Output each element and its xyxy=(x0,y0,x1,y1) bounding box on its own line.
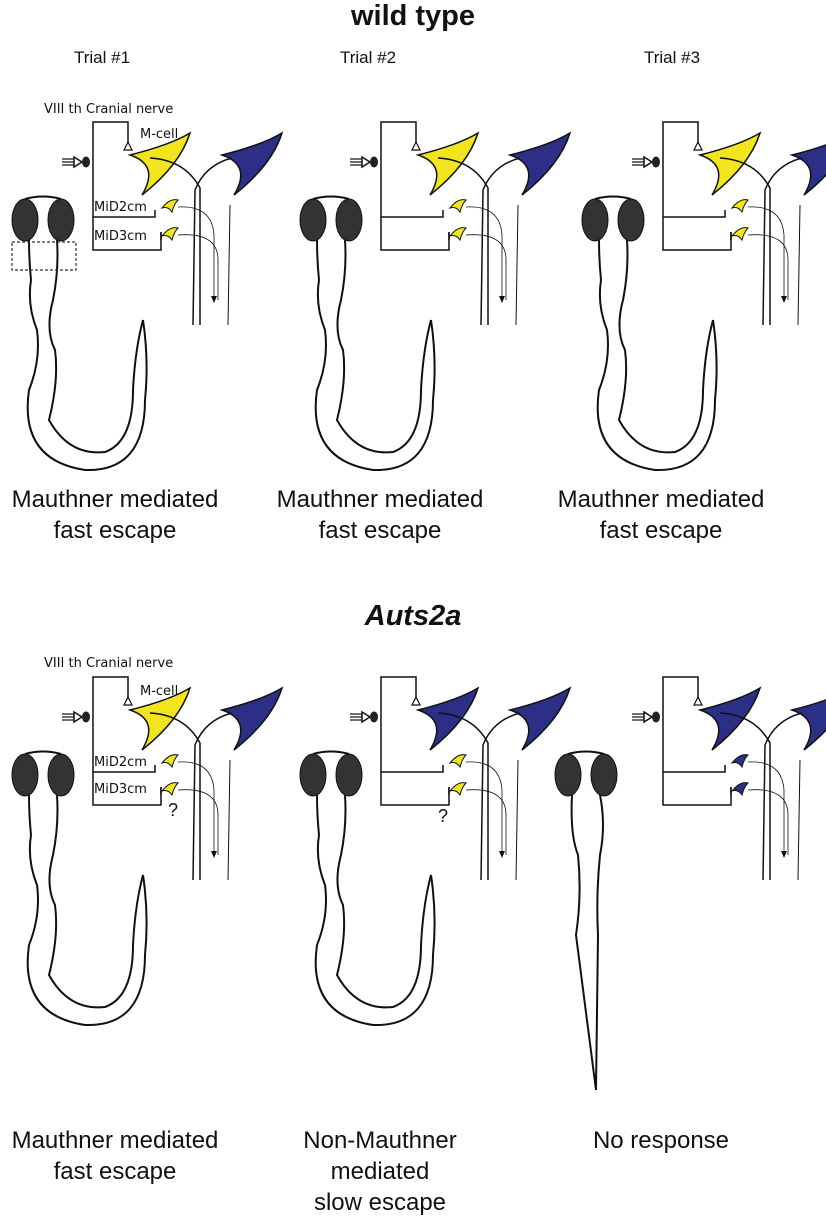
wt-mcell-label: M-cell xyxy=(140,127,179,142)
trial-3-label: Trial #3 xyxy=(643,48,701,67)
mcell-right xyxy=(221,687,283,751)
mcell-left xyxy=(699,687,761,751)
mid2cm-cell xyxy=(449,754,467,768)
mut-caption-1: Mauthner mediated fast escape xyxy=(11,1127,219,1186)
mcell-right xyxy=(221,132,283,196)
mut-question-mark-2: ? xyxy=(438,806,449,826)
wt-panel-1 xyxy=(11,121,283,472)
larva-bent xyxy=(581,195,718,472)
mcell-left xyxy=(417,687,479,751)
mcell-left xyxy=(129,132,191,196)
title-auts2a: Auts2a xyxy=(364,600,462,632)
mid2cm-cell xyxy=(731,199,749,213)
mut-panel-3 xyxy=(554,676,826,1091)
mut-panel-1 xyxy=(11,676,283,1027)
wt-cranial-nerve-label: VIII th Cranial nerve xyxy=(44,102,174,117)
mut-mcell-label: M-cell xyxy=(140,684,179,699)
mcell-right xyxy=(509,132,571,196)
trial-1-label: Trial #1 xyxy=(73,48,131,67)
mut-mid3-label: MiD3cm xyxy=(94,782,147,797)
wt-caption-3: Mauthner mediated fast escape xyxy=(557,486,765,545)
mid3cm-cell xyxy=(449,782,467,796)
larva-straight xyxy=(554,750,618,1091)
mut-panel-2 xyxy=(299,676,571,1027)
mid2cm-cell xyxy=(731,754,749,768)
mid3cm-cell xyxy=(161,782,179,796)
larva-bent xyxy=(299,750,436,1027)
mut-cranial-nerve-label: VIII th Cranial nerve xyxy=(44,656,174,671)
larva-bent xyxy=(299,195,436,472)
mcell-right xyxy=(509,687,571,751)
mut-question-mark-1: ? xyxy=(168,800,179,820)
mut-mid2-label: MiD2cm xyxy=(94,755,147,770)
mid3cm-cell xyxy=(161,227,179,241)
trial-2-label: Trial #2 xyxy=(339,48,397,67)
mcell-right xyxy=(791,687,826,751)
wt-panel-3 xyxy=(581,121,826,472)
mid3cm-cell xyxy=(449,227,467,241)
mid2cm-cell xyxy=(449,199,467,213)
mid2cm-cell xyxy=(161,754,179,768)
mut-caption-2: Non-Mauthner mediated slow escape xyxy=(303,1127,457,1217)
wt-mid2-label: MiD2cm xyxy=(94,200,147,215)
mid2cm-cell xyxy=(161,199,179,213)
mut-caption-3: No response xyxy=(592,1127,730,1154)
mcell-left xyxy=(699,132,761,196)
mid3cm-cell xyxy=(731,227,749,241)
wt-mid3-label: MiD3cm xyxy=(94,229,147,244)
wt-caption-1: Mauthner mediated fast escape xyxy=(11,486,219,545)
wt-caption-2: Mauthner mediated fast escape xyxy=(276,486,484,545)
mcell-right xyxy=(791,132,826,196)
mid3cm-cell xyxy=(731,782,749,796)
mcell-left xyxy=(417,132,479,196)
wt-panel-2 xyxy=(299,121,571,472)
hindbrain-dashed-box xyxy=(11,241,77,271)
title-wild-type: wild type xyxy=(350,0,476,32)
